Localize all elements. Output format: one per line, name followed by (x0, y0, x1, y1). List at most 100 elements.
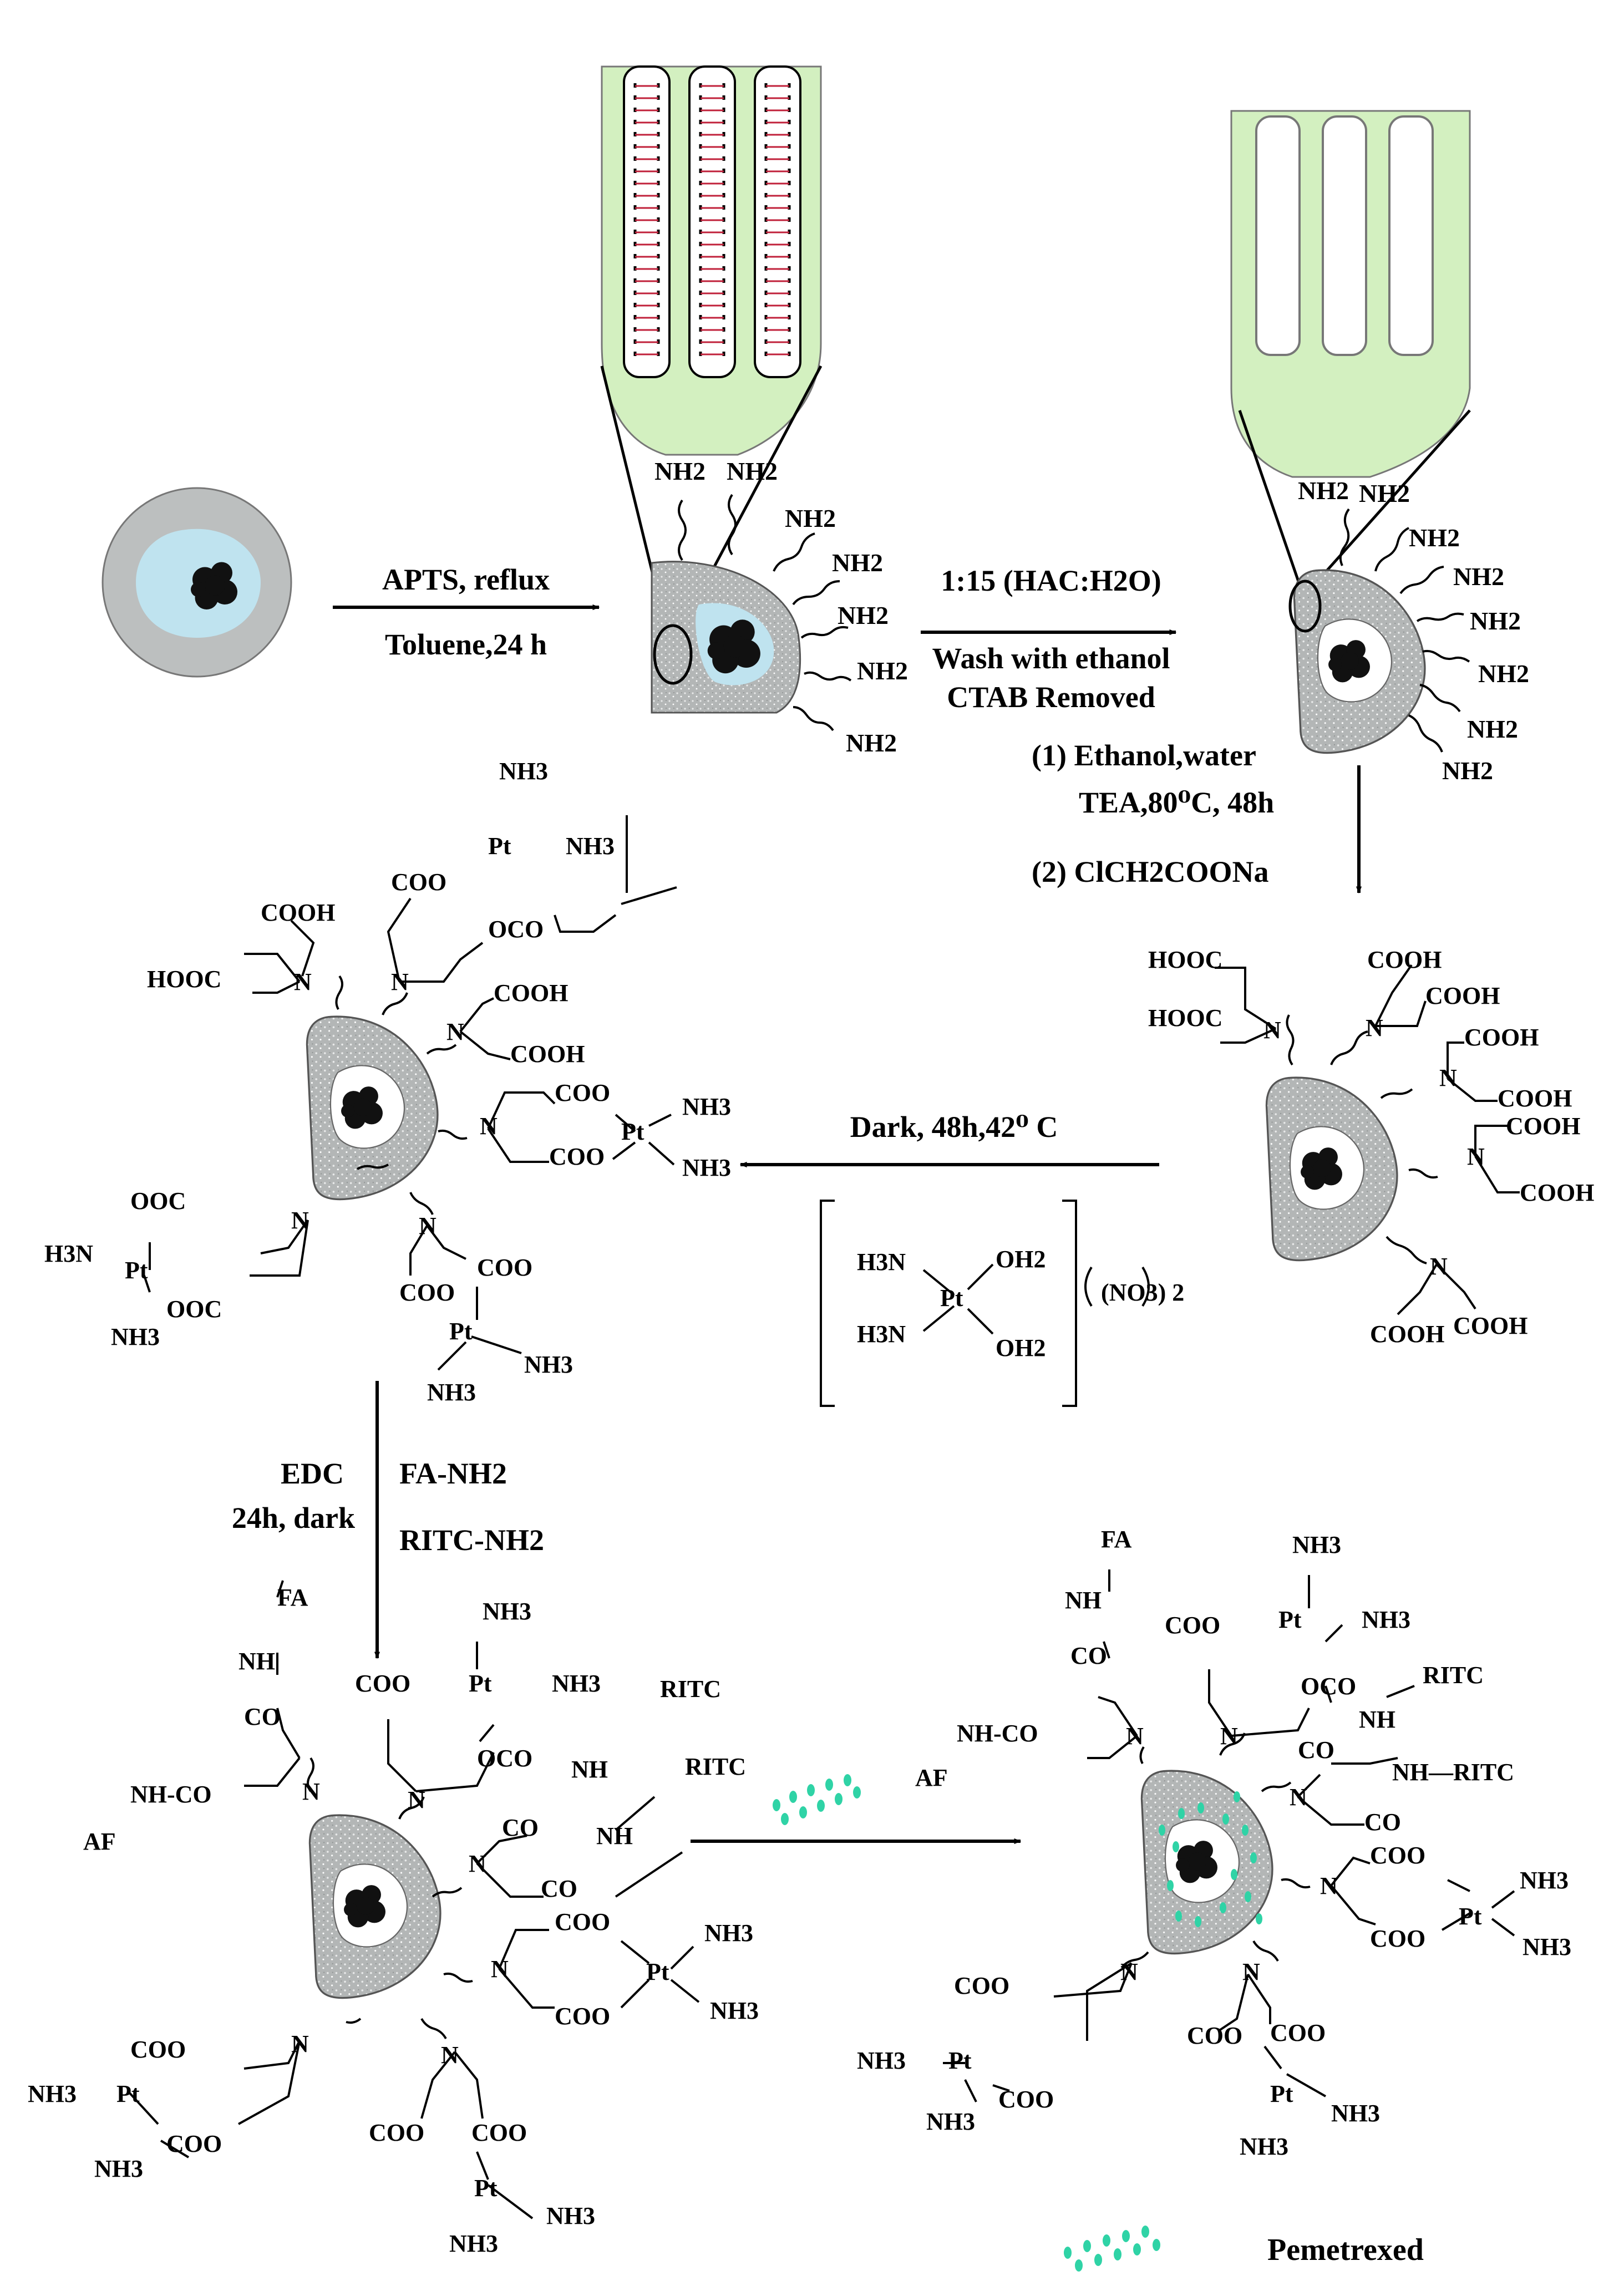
platinum-label: Pt (488, 832, 511, 860)
magnifier-line (1238, 410, 1302, 588)
carboxylate-label: COO (549, 1143, 605, 1170)
platinum-label: Pt (1278, 1606, 1302, 1633)
cooh-label: COOH (1425, 982, 1500, 1009)
ammine-label: NH3 (682, 1154, 731, 1181)
platinum-label: Pt (469, 1670, 492, 1697)
cooh-label: COOH (494, 979, 568, 1007)
carboxylate-label: COO (1165, 1612, 1220, 1639)
hooc-label: HOOC (1148, 946, 1222, 973)
carboxylate-label: COO (1370, 1842, 1425, 1869)
carboxylate-label: COO (399, 1279, 455, 1306)
amine-label: NH2 (838, 601, 889, 629)
ammine-label: NH3 (704, 1919, 753, 1947)
amine-label: NH2 (1442, 756, 1493, 785)
step5-line2: 24h, dark (232, 1501, 355, 1535)
carboxylate-label: COO (471, 2119, 527, 2146)
cooh-label: COOH (1520, 1179, 1594, 1206)
n-label: N (469, 1850, 486, 1877)
n-label: N (302, 1778, 320, 1805)
platinum-label: Pt (116, 2080, 140, 2107)
co-label: CO (244, 1703, 281, 1730)
step5-line1: EDC (281, 1457, 344, 1490)
amine-label: NH2 (857, 657, 908, 685)
carboxylate-label: COO (555, 1908, 610, 1935)
bare-particle (101, 487, 292, 678)
nh-label: NH (1359, 1706, 1395, 1733)
ammine-label: NH3 (857, 2047, 906, 2074)
n-label: N (1290, 1784, 1307, 1811)
carboxylate-label: COO (1187, 2022, 1242, 2049)
carboxylate-label: COO (166, 2130, 222, 2157)
co-label: CO (1070, 1642, 1107, 1669)
platinum-label: Pt (474, 2175, 498, 2202)
nh-label: NH (238, 1648, 275, 1675)
carboxylate-label: OOC (130, 1187, 186, 1215)
amine-particle-ctab (651, 561, 801, 714)
carboxylate-label: COO (369, 2119, 424, 2146)
step2-line2: Wash with ethanol (932, 642, 1170, 675)
ritc-label: RITC (685, 1753, 746, 1780)
platinum-label: Pt (449, 1318, 473, 1345)
step5-line4: RITC-NH2 (399, 1523, 544, 1557)
carboxylate-label: OCO (477, 1745, 532, 1772)
amine-label: NH2 (1298, 476, 1349, 505)
ammine-label: NH3 (1292, 1531, 1341, 1558)
n-label: N (291, 1207, 309, 1234)
pemetrexed-dots-icon (773, 1774, 861, 1825)
pore-magnifier-empty (1230, 110, 1471, 478)
ammine-label: NH3 (710, 1997, 759, 2024)
co-label: CO (1298, 1736, 1334, 1764)
carboxylate-label: COO (954, 1972, 1009, 1999)
nh-co-label: NH-CO (957, 1720, 1038, 1747)
targeted-particle (309, 1815, 440, 1998)
n-label: N (1320, 1872, 1338, 1899)
amine-chains-1 (678, 494, 852, 731)
step3-line1: (1) Ethanol,water (1032, 739, 1256, 772)
co-label: CO (541, 1875, 577, 1902)
reagent-aqua: OH2 (996, 1246, 1046, 1273)
carboxylate-label: COO (477, 1254, 532, 1281)
n-label: N (491, 1955, 509, 1983)
nh-label: NH (1065, 1587, 1102, 1614)
pt-chelate-linkers (143, 815, 677, 1371)
nh-label: NH (571, 1756, 608, 1783)
carboxyl-linkers (1215, 964, 1520, 1315)
n-label: N (441, 2041, 459, 2069)
legend-pemetrexed-label: Pemetrexed (1267, 2233, 1424, 2267)
ammine-label: NH3 (552, 1670, 601, 1697)
ammine-label: NH3 (28, 2080, 77, 2107)
cooh-label: COOH (261, 899, 335, 926)
cooh-label: COOH (1370, 1320, 1444, 1348)
af-label: AF (83, 1828, 116, 1855)
fa-label: FA (277, 1584, 308, 1611)
step2-line1: 1:15 (HAC:H2O) (941, 564, 1161, 597)
ammine-label: NH3 (1240, 2133, 1288, 2160)
carboxyl-particle (1266, 1078, 1397, 1260)
n-label: N (1439, 1064, 1457, 1091)
ritc-label: RITC (1423, 1662, 1484, 1689)
af-label: AF (915, 1764, 948, 1791)
carboxylate-label: OCO (488, 916, 544, 943)
ammine-label: NH3 (449, 2230, 498, 2257)
ammine-label: NH3 (111, 1323, 160, 1350)
amine-label: NH2 (1409, 524, 1460, 552)
cooh-label: COOH (1453, 1312, 1527, 1339)
drug-loaded-linkers (943, 1569, 1515, 2102)
reagent-ligand: H3N (857, 1320, 906, 1348)
step4-line1: Dark, 48h,42⁰ C (850, 1110, 1058, 1144)
fa-label: FA (1101, 1526, 1132, 1553)
platinum-label: Pt (621, 1118, 644, 1145)
amine-label: NH2 (1470, 607, 1521, 635)
ammine-label: NH3 (546, 2202, 595, 2229)
n-label: N (408, 1786, 425, 1813)
ammine-label: NH3 (1520, 1867, 1569, 1894)
ammine-label: NH3 (926, 2108, 975, 2135)
amine-label: NH2 (1478, 659, 1529, 688)
ammine-label: NH3 (1522, 1933, 1571, 1960)
n-label: N (1366, 1014, 1383, 1042)
n-label: N (1220, 1723, 1238, 1750)
pore-magnifier-ctab (601, 67, 822, 456)
carboxylate-label: OCO (1301, 1673, 1356, 1700)
ammine-label: NH3 (483, 1598, 531, 1625)
